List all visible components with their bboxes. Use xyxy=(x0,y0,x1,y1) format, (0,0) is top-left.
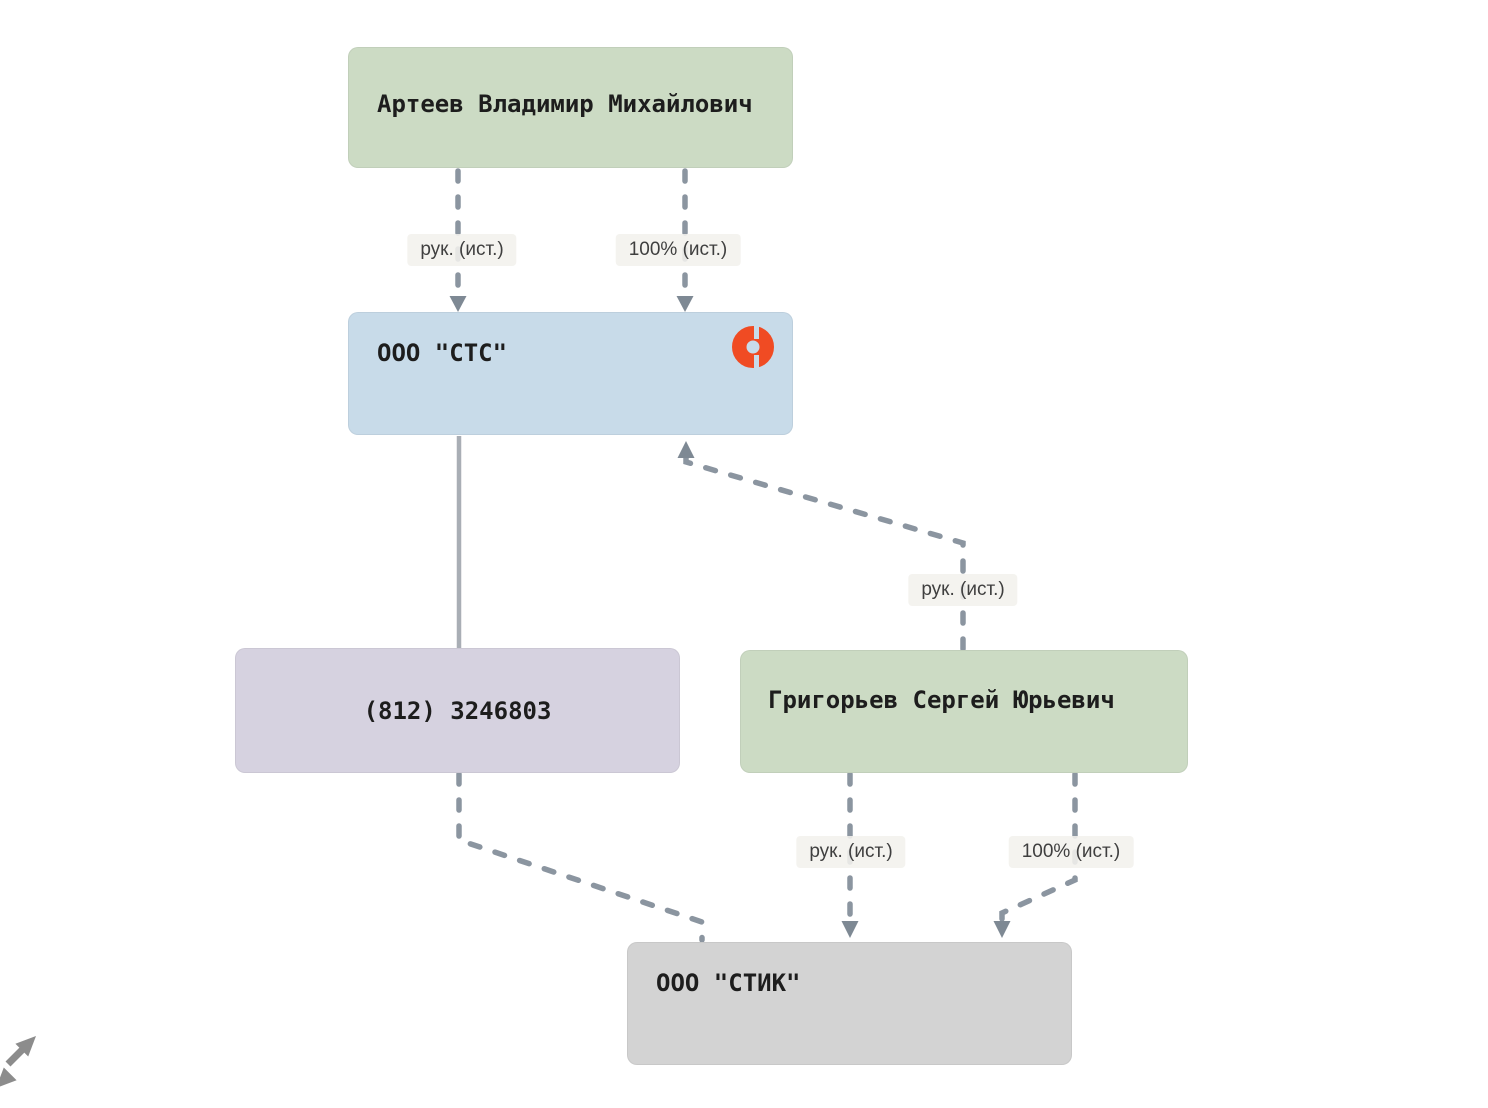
node-company-stik[interactable]: ООО "СТИК" xyxy=(627,942,1072,1065)
node-label: Артеев Владимир Михайлович xyxy=(377,90,753,118)
kontur-logo-icon xyxy=(732,326,774,368)
edge-phone-stik xyxy=(456,771,705,943)
edge-grigoriev-stik-100 xyxy=(999,771,1078,922)
arrowhead-down-icon xyxy=(993,921,1011,938)
node-label: ООО "СТИК" xyxy=(656,969,801,997)
edge-label-ruk-ist: рук. (ист.) xyxy=(407,234,517,266)
node-label: ООО "СТС" xyxy=(377,339,508,367)
node-person-arteev[interactable]: Артеев Владимир Михайлович xyxy=(348,47,793,168)
node-label: (812) 3246803 xyxy=(363,696,552,725)
arrowhead-down-icon xyxy=(841,921,859,938)
arrowhead-up-icon xyxy=(677,441,695,458)
node-company-sts[interactable]: ООО "СТС" xyxy=(348,312,793,435)
edge-label-ruk-ist: рук. (ист.) xyxy=(796,836,906,868)
edge-label-100-ist: 100% (ист.) xyxy=(615,234,741,266)
edge-label-100-ist: 100% (ист.) xyxy=(1008,836,1134,868)
edge-grigoriev-sts-ruk xyxy=(683,454,966,652)
node-phone-number[interactable]: (812) 3246803 xyxy=(235,648,680,773)
expand-fullscreen-icon[interactable] xyxy=(0,1030,60,1108)
node-person-grigoriev[interactable]: Григорьев Сергей Юрьевич xyxy=(740,650,1188,773)
node-label: Григорьев Сергей Юрьевич xyxy=(768,686,1115,714)
arrowhead-down-icon xyxy=(449,296,467,312)
arrowhead-down-icon xyxy=(676,296,694,312)
edge-label-ruk-ist: рук. (ист.) xyxy=(908,574,1018,606)
